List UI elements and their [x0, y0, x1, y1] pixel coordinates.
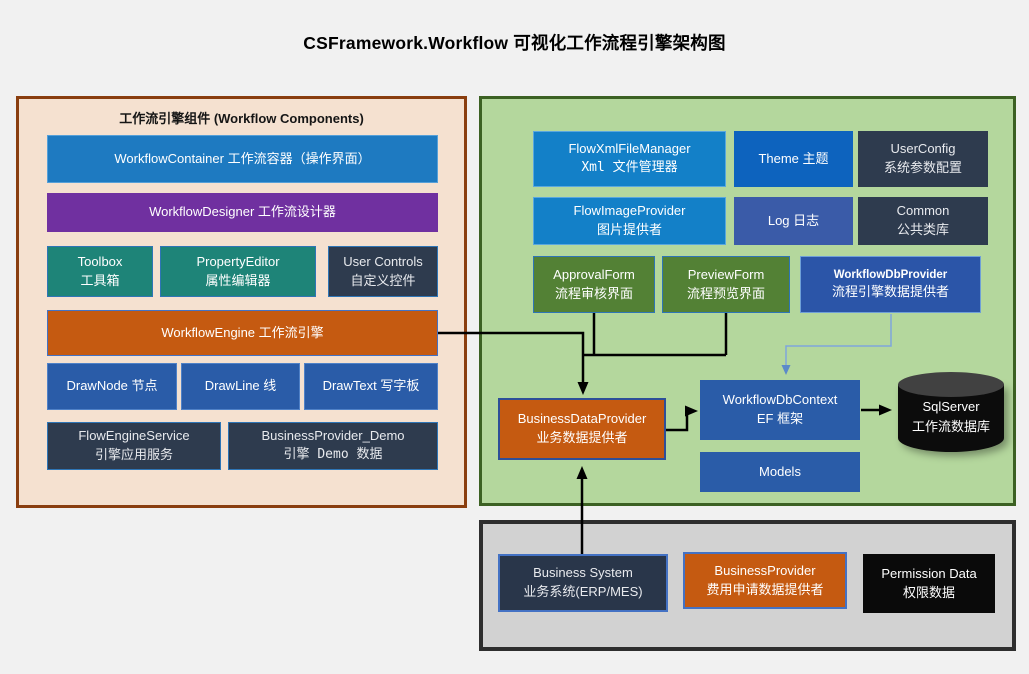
log-box: Log 日志	[734, 197, 853, 245]
box-label: UserConfig	[890, 141, 956, 157]
business-data-provider-box: BusinessDataProvider 业务数据提供者	[498, 398, 666, 460]
workflow-db-context-box: WorkflowDbContext EF 框架	[700, 380, 860, 440]
box-sublabel: 工作流数据库	[911, 418, 990, 434]
box-sublabel: 公共类库	[896, 222, 949, 237]
flow-xml-file-manager-box: FlowXmlFileManager Xml 文件管理器	[533, 131, 726, 187]
draw-line-box: DrawLine 线	[181, 363, 300, 410]
draw-text-box: DrawText 写字板	[304, 363, 438, 410]
box-label: WorkflowContainer 工作流容器（操作界面）	[114, 150, 371, 166]
box-label: DrawText 写字板	[322, 378, 420, 394]
workflow-designer-box: WorkflowDesigner 工作流设计器	[47, 193, 438, 232]
box-sublabel: 图片提供者	[596, 222, 662, 237]
permission-data-box: Permission Data 权限数据	[863, 554, 995, 613]
models-box: Models	[700, 452, 860, 492]
box-label: Business System	[533, 565, 633, 581]
box-label: PreviewForm	[687, 266, 765, 282]
business-provider-box: BusinessProvider 费用申请数据提供者	[683, 552, 847, 609]
box-label: Permission Data	[881, 565, 977, 581]
business-system-box: Business System 业务系统(ERP/MES)	[498, 554, 668, 612]
box-label: DrawNode 节点	[66, 378, 158, 394]
approval-form-box: ApprovalForm 流程审核界面	[533, 256, 655, 313]
box-label: PropertyEditor	[196, 253, 280, 269]
box-label: FlowXmlFileManager	[568, 141, 691, 157]
box-sublabel: 属性编辑器	[205, 272, 271, 288]
box-label: User Controls	[343, 253, 423, 269]
box-sublabel: 业务系统(ERP/MES)	[523, 584, 643, 599]
box-sublabel: 流程审核界面	[554, 285, 633, 301]
box-sublabel: 工具箱	[80, 272, 120, 288]
cylinder-label: SqlServer 工作流数据库	[898, 397, 1004, 436]
box-sublabel: 流程引擎数据提供者	[831, 284, 949, 300]
box-sublabel: Xml 文件管理器	[581, 160, 678, 175]
box-sublabel: 系统参数配置	[883, 160, 962, 175]
box-label: FlowImageProvider	[573, 203, 686, 219]
box-sublabel: 引擎 Demo 数据	[283, 447, 383, 462]
box-label: WorkflowDesigner 工作流设计器	[149, 204, 336, 220]
box-label: Log 日志	[767, 212, 820, 228]
theme-box: Theme 主题	[734, 131, 853, 187]
box-sublabel: 自定义控件	[350, 272, 416, 288]
toolbox-box: Toolbox 工具箱	[47, 246, 153, 297]
box-label: WorkflowEngine 工作流引擎	[161, 324, 324, 340]
box-label: BusinessDataProvider	[517, 411, 647, 427]
user-config-box: UserConfig 系统参数配置	[858, 131, 988, 187]
box-sublabel: 引擎应用服务	[94, 447, 173, 462]
box-label: Common	[896, 203, 950, 219]
box-label: BusinessProvider_Demo	[261, 428, 405, 444]
box-label: DrawLine 线	[204, 378, 277, 394]
workflow-components-panel-header: 工作流引擎组件 (Workflow Components)	[119, 111, 364, 126]
property-editor-box: PropertyEditor 属性编辑器	[160, 246, 316, 297]
box-sublabel: 费用申请数据提供者	[706, 581, 824, 597]
flow-image-provider-box: FlowImageProvider 图片提供者	[533, 197, 726, 245]
flow-engine-service-box: FlowEngineService 引擎应用服务	[47, 422, 221, 470]
diagram-title: CSFramework.Workflow 可视化工作流程引擎架构图	[303, 33, 726, 53]
workflow-engine-box: WorkflowEngine 工作流引擎	[47, 310, 438, 356]
box-sublabel: 业务数据提供者	[536, 430, 628, 445]
box-label: Models	[759, 463, 801, 479]
workflow-db-provider-box: WorkflowDbProvider 流程引擎数据提供者	[800, 256, 981, 313]
box-label: ApprovalForm	[553, 266, 635, 282]
common-box: Common 公共类库	[858, 197, 988, 245]
box-label: WorkflowDbContext	[722, 392, 838, 408]
box-label: Theme 主题	[758, 150, 829, 166]
box-label: SqlServer	[922, 399, 980, 414]
box-label: WorkflowDbProvider	[833, 268, 948, 281]
box-sublabel: 流程预览界面	[686, 285, 765, 301]
preview-form-box: PreviewForm 流程预览界面	[662, 256, 790, 313]
user-controls-box: User Controls 自定义控件	[328, 246, 438, 297]
workflow-container-box: WorkflowContainer 工作流容器（操作界面）	[47, 135, 438, 183]
box-label: Toolbox	[77, 253, 123, 269]
business-provider-demo-box: BusinessProvider_Demo 引擎 Demo 数据	[228, 422, 438, 470]
cylinder-top-icon	[898, 372, 1004, 397]
box-label: BusinessProvider	[714, 562, 816, 578]
sql-server-database-cylinder: SqlServer 工作流数据库	[898, 372, 1004, 452]
box-label: FlowEngineService	[78, 428, 190, 444]
box-sublabel: 权限数据	[902, 584, 955, 600]
box-sublabel: EF 框架	[756, 411, 804, 426]
draw-node-box: DrawNode 节点	[47, 363, 177, 410]
